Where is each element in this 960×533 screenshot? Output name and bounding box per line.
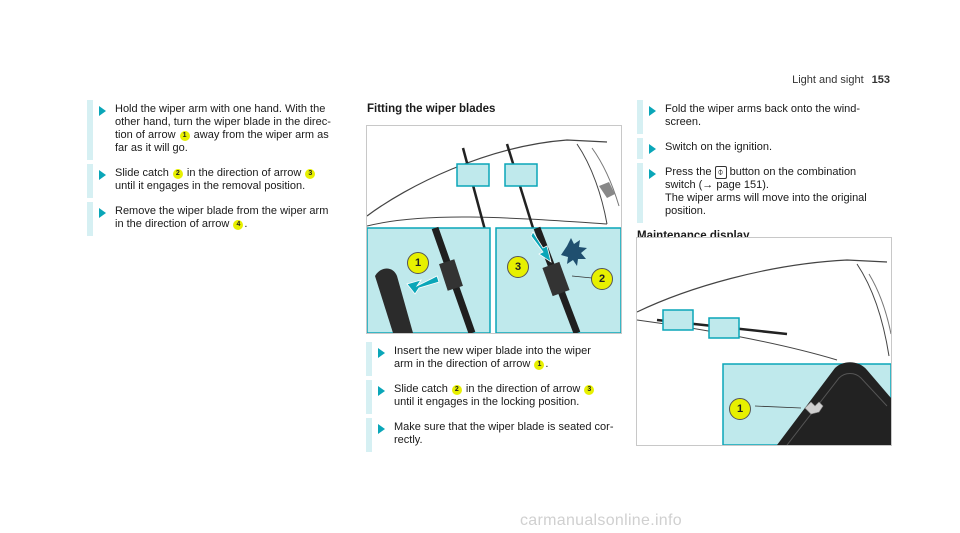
left-step-1: Hold the wiper arm with one hand. With t… xyxy=(87,100,347,160)
left-column: Hold the wiper arm with one hand. With t… xyxy=(87,100,347,243)
step-arrow-icon xyxy=(99,170,106,180)
step-arrow-icon xyxy=(99,208,106,218)
right-column: Fold the wiper arms back onto the wind- … xyxy=(637,100,897,250)
fitting-heading: Fitting the wiper blades xyxy=(367,103,496,115)
page-number: 153 xyxy=(871,74,890,86)
figure-callout-2: 2 xyxy=(591,268,613,290)
figure-callout-1: 1 xyxy=(729,398,751,420)
wiper-fitting-figure: 1 3 2 xyxy=(366,125,622,334)
page-header: Light and sight 153 xyxy=(792,74,890,86)
right-step-1: Fold the wiper arms back onto the wind- … xyxy=(637,100,897,134)
left-step-3: Remove the wiper blade from the wiper ar… xyxy=(87,202,347,236)
right-step-2: Switch on the ignition. xyxy=(637,138,897,159)
right-step-3: Press the ⌽ button on the combination sw… xyxy=(637,163,897,223)
wiper-fitting-illustration xyxy=(367,139,621,333)
callout-badge-icon: 3 xyxy=(584,385,595,395)
middle-step-1: Insert the new wiper blade into the wipe… xyxy=(366,342,626,376)
middle-step-3: Make sure that the wiper blade is seated… xyxy=(366,418,626,452)
step-arrow-icon xyxy=(378,424,385,434)
callout-badge-icon: 2 xyxy=(451,385,462,395)
callout-badge-icon: 1 xyxy=(534,360,545,370)
watermark: carmanualsonline.info xyxy=(520,512,682,529)
callout-badge-icon: 3 xyxy=(305,169,316,179)
maintenance-illustration xyxy=(637,259,891,445)
step-arrow-icon xyxy=(649,169,656,179)
callout-badge-icon: 1 xyxy=(179,131,190,141)
left-step-2: Slide catch 2 in the direction of arrow … xyxy=(87,164,347,198)
figure-callout-3: 3 xyxy=(507,256,529,278)
figure-callout-1: 1 xyxy=(407,252,429,274)
middle-step-2: Slide catch 2 in the direction of arrow … xyxy=(366,380,626,414)
section-title: Light and sight xyxy=(792,74,864,86)
maintenance-figure: 1 xyxy=(636,237,892,446)
step-arrow-icon xyxy=(649,106,656,116)
callout-badge-icon: 4 xyxy=(233,220,244,230)
callout-badge-icon: 2 xyxy=(172,169,183,179)
middle-steps: Insert the new wiper blade into the wipe… xyxy=(366,342,626,459)
step-arrow-icon xyxy=(378,348,385,358)
step-arrow-icon xyxy=(99,106,106,116)
step-arrow-icon xyxy=(378,386,385,396)
step-arrow-icon xyxy=(649,144,656,154)
wiper-symbol-icon: ⌽ xyxy=(714,166,727,179)
